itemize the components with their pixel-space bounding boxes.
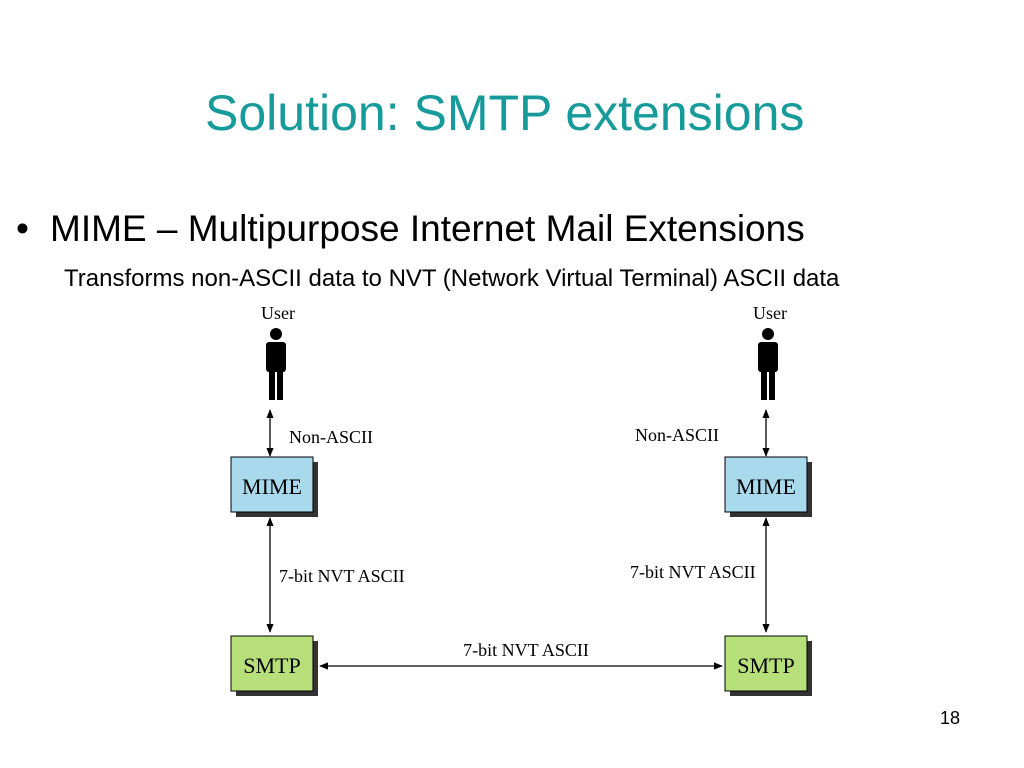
bullet-dot-icon: • <box>16 208 29 249</box>
right-user-label: User <box>753 303 787 323</box>
slide-title: Solution: SMTP extensions <box>205 85 805 141</box>
left-smtp-box: SMTP <box>230 635 318 696</box>
right-nvt-label: 7-bit NVT ASCII <box>630 562 756 582</box>
bullet-text: MIME – Multipurpose Internet Mail Extens… <box>50 208 805 249</box>
right-smtp-box: SMTP <box>724 635 812 696</box>
left-smtp-label: SMTP <box>243 653 300 678</box>
right-smtp-label: SMTP <box>737 653 794 678</box>
right-non-ascii-label: Non-ASCII <box>635 425 719 445</box>
page-number: 18 <box>940 708 961 728</box>
left-non-ascii-label: Non-ASCII <box>289 427 373 447</box>
right-mime-box: MIME <box>724 456 812 517</box>
right-user-icon <box>758 328 778 400</box>
left-user-label: User <box>261 303 295 323</box>
bullet-subtext: Transforms non-ASCII data to NVT (Networ… <box>64 265 840 292</box>
right-mime-label: MIME <box>736 474 796 499</box>
bullet-item: • MIME – Multipurpose Internet Mail Exten… <box>16 208 805 250</box>
left-user-icon <box>266 328 286 400</box>
left-mime-box: MIME <box>230 456 318 517</box>
left-mime-label: MIME <box>242 474 302 499</box>
left-nvt-label: 7-bit NVT ASCII <box>279 566 405 586</box>
smtp-link-label: 7-bit NVT ASCII <box>463 640 589 660</box>
